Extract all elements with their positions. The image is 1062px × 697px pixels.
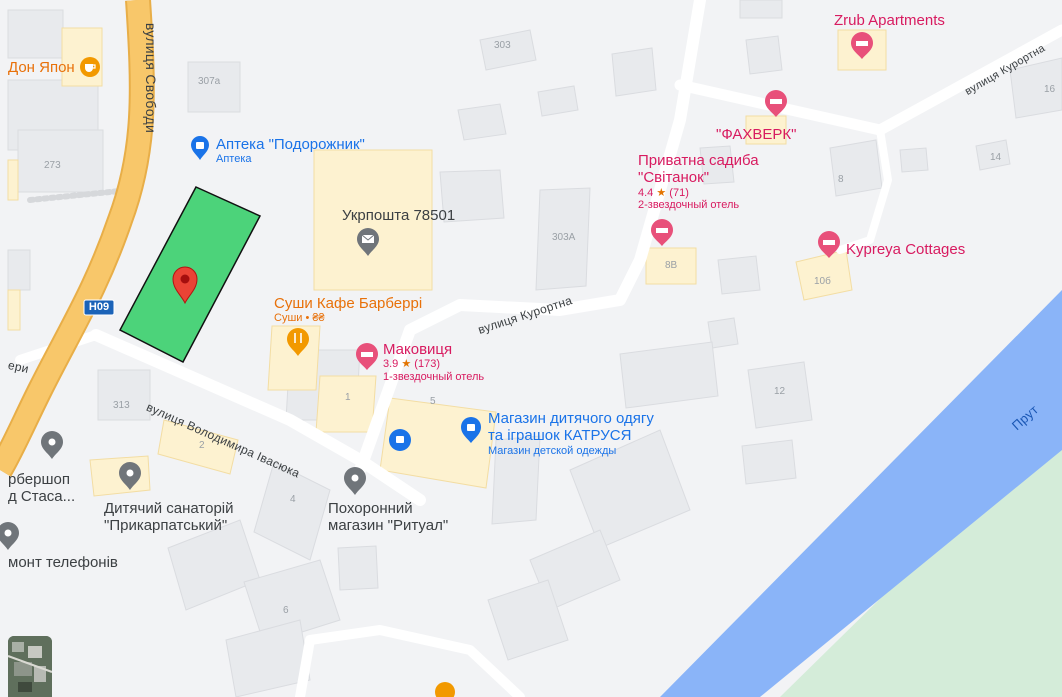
building-number: 12 — [774, 386, 786, 397]
highway-shield — [83, 299, 115, 316]
rating-value: 4.4 — [638, 186, 654, 199]
poi-ukrposhta[interactable]: Укрпошта 78501 — [342, 207, 456, 224]
building-number: 14 — [990, 152, 1002, 163]
poi-svitanok-rating: 4.4 ★ (71) — [638, 187, 759, 200]
poi-ritual[interactable]: Похоронний магазин "Ритуал" — [328, 500, 448, 535]
building-number: 273 — [44, 160, 61, 171]
building-number: 4 — [290, 494, 296, 505]
star-icon: ★ — [656, 186, 667, 199]
highway-shield-label: H09 — [88, 301, 110, 313]
poi-ritual-line2: магазин "Ритуал" — [328, 517, 449, 535]
poi-sushi-name: Суши Кафе Барберрі — [274, 295, 423, 312]
poi-markers — [0, 32, 873, 697]
poi-makovytsia-sub: 1-звездочный отель — [383, 370, 485, 383]
poi-don-yapon[interactable]: Дон Япон — [8, 59, 75, 76]
building-number: 307а — [198, 76, 221, 87]
building-number: 1 — [345, 392, 351, 403]
poi-sanatorium-line1: Дитячий санаторій — [104, 500, 234, 517]
poi-svitanok-sub: 2-звездочный отель — [638, 199, 740, 212]
poi-barbershop-line2: д Стаса... — [8, 488, 76, 506]
poi-podorozhnyk-name: Аптека "Подорожник" — [216, 136, 365, 153]
satellite-thumbnail-icon — [8, 636, 52, 697]
building-number: 16 — [1044, 84, 1056, 95]
building-number: 5 — [430, 396, 436, 407]
building-number: 10б — [814, 276, 831, 287]
rating-value: 3.9 — [383, 358, 399, 371]
poi-katrusia-line2: та іграшок КАТРУСЯ — [488, 427, 632, 445]
poi-barbershop[interactable]: рбершоп д Стаса... — [8, 471, 75, 506]
poi-svitanok[interactable]: Приватна садиба "Світанок" 4.4 ★ (71) 2-… — [638, 152, 759, 212]
poi-makovytsia-name: Маковиця — [383, 341, 453, 358]
satellite-layer-toggle[interactable] — [8, 636, 52, 697]
poi-makovytsia[interactable]: Маковиця 3.9 ★ (173) 1-звездочный отель — [383, 341, 484, 384]
poi-svitanok-line1: Приватна садиба — [638, 152, 759, 169]
building-number: 6 — [283, 605, 289, 616]
poi-katrusia[interactable]: Магазин дитячого одягу та іграшок КАТРУС… — [488, 410, 654, 457]
poi-makovytsia-rating: 3.9 ★ (173) — [383, 358, 484, 371]
poi-katrusia-line1: Магазин дитячого одягу — [488, 410, 654, 427]
poi-zrub-apartments[interactable]: Zrub Apartments — [834, 12, 945, 29]
location-pin — [172, 266, 198, 305]
poi-sushi-barberri[interactable]: Суши Кафе Барберрі Суши • ₴₴ — [274, 295, 422, 325]
poi-ritual-line1: Похоронний — [328, 500, 413, 517]
poi-phone-repair[interactable]: монт телефонів — [8, 554, 118, 571]
building-number: 8В — [665, 260, 678, 271]
building-number: 313 — [113, 400, 130, 411]
poi-katrusia-sub: Магазин детской одежды — [488, 444, 617, 457]
poi-barbershop-line1: рбершоп — [8, 471, 70, 488]
poi-svitanok-line2: "Світанок" — [638, 169, 710, 187]
poi-fakhverk[interactable]: "ФАХВЕРК" — [716, 126, 797, 143]
poi-kypreya-cottages[interactable]: Kypreya Cottages — [846, 241, 966, 258]
building-number: 303 — [494, 40, 511, 51]
roads — [15, 0, 1062, 697]
building-number: 303А — [552, 232, 576, 243]
building-number: 8 — [838, 174, 844, 185]
river-prut — [660, 290, 1062, 697]
rating-count: (71) — [669, 186, 689, 199]
poi-sanatorium[interactable]: Дитячий санаторій "Прикарпатський" — [104, 500, 234, 535]
building-number: 2 — [199, 440, 205, 451]
poi-podorozhnyk[interactable]: Аптека "Подорожник" Аптека — [216, 136, 365, 166]
rating-count: (173) — [414, 358, 440, 371]
star-icon: ★ — [401, 358, 412, 371]
poi-podorozhnyk-sub: Аптека — [216, 153, 252, 166]
poi-sushi-sub: Суши • ₴₴ — [274, 312, 325, 325]
poi-sanatorium-line2: "Прикарпатський" — [104, 517, 228, 535]
street-svobody: вулиця Свободи — [143, 22, 160, 134]
